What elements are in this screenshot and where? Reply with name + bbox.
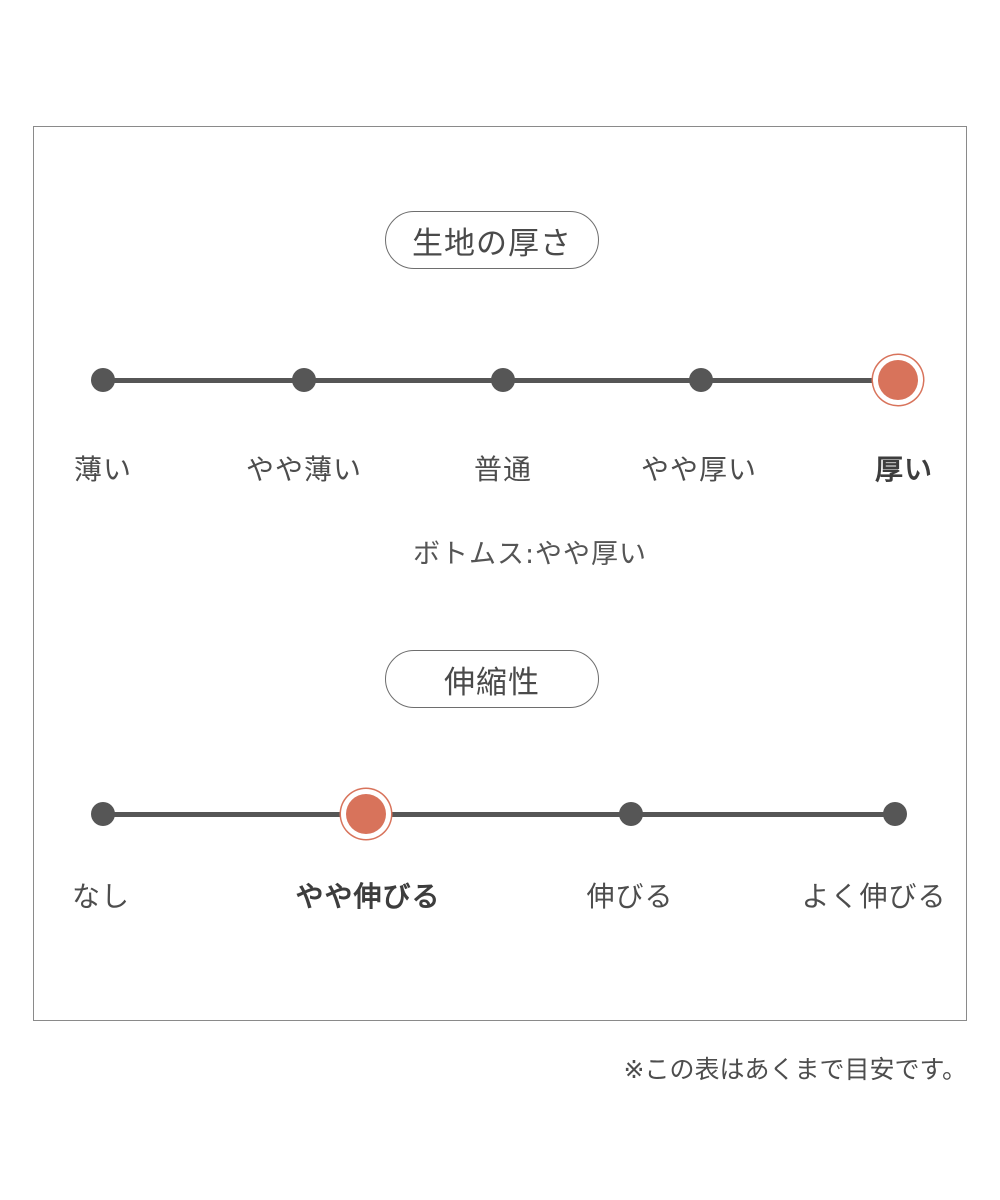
thickness-bottoms-note: ボトムス:やや厚い [412,539,648,570]
disclaimer-note: ※この表はあくまで目安です。 [623,1055,967,1084]
stretch-scale-dot-2-selected [346,794,386,834]
thickness-section-title: 生地の厚さ [385,211,599,269]
thickness-label-thick-selected: 厚い [874,453,934,486]
stretch-scale-dot-1 [91,802,115,826]
thickness-scale-dot-2 [292,368,316,392]
thickness-label-slightly-thin: やや薄い [245,453,363,486]
thickness-label-thin: 薄い [73,453,133,486]
thickness-label-normal: 普通 [473,453,533,486]
stretch-label-very-stretchy: よく伸びる [801,880,947,913]
thickness-scale-dot-1 [91,368,115,392]
fabric-info-panel [33,126,967,1021]
thickness-scale-dot-4 [689,368,713,392]
stretch-label-stretchy: 伸びる [586,880,674,913]
thickness-scale-dot-5-selected [878,360,918,400]
stretch-label-none: なし [71,880,131,913]
thickness-label-slightly-thick: やや厚い [640,453,758,486]
stretch-label-slightly-stretchy-selected: やや伸びる [295,880,441,913]
stretch-scale-dot-3 [619,802,643,826]
stretch-scale-track [103,812,895,817]
stretch-section-title: 伸縮性 [385,650,599,708]
thickness-scale-dot-3 [491,368,515,392]
stretch-scale-dot-4 [883,802,907,826]
